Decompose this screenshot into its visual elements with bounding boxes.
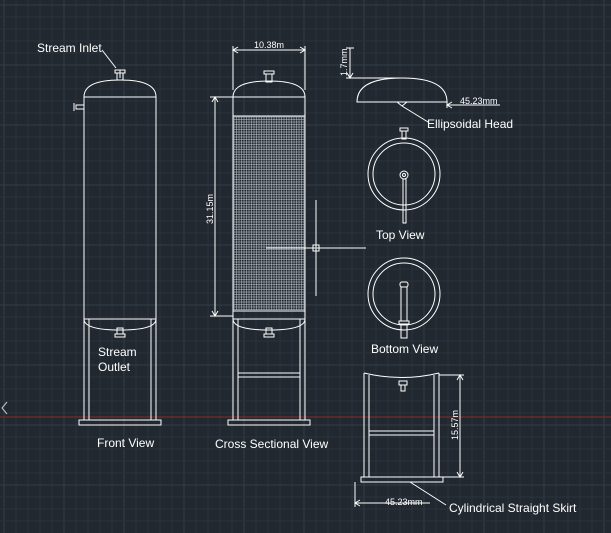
- cylindrical-straight-skirt-label: Cylindrical Straight Skirt: [449, 501, 577, 515]
- head-width-dimension: 45.23mm: [460, 96, 498, 106]
- top-view-label: Top View: [376, 228, 425, 242]
- cylindrical-skirt-drawing: [354, 372, 464, 507]
- skirt-height-dimension: 15.57m: [450, 410, 460, 440]
- crosshair-cursor-icon[interactable]: [266, 200, 366, 296]
- bottom-view-drawing: [367, 257, 441, 339]
- bottom-view-label: Bottom View: [371, 342, 438, 356]
- front-view-drawing: [73, 49, 162, 426]
- diameter-dimension: 10.38m: [254, 40, 284, 50]
- ellipsoidal-head-label: Ellipsoidal Head: [427, 117, 513, 131]
- stream-inlet-label: Stream Inlet: [37, 41, 102, 55]
- cross-sectional-view-label: Cross Sectional View: [215, 437, 328, 451]
- skirt-width-dimension: 45.23mm: [385, 497, 423, 507]
- packing-hatch: [233, 116, 305, 310]
- cross-sectional-view-drawing: [210, 46, 311, 426]
- stream-outlet-label-line1: Stream: [98, 345, 137, 359]
- height-dimension: 31.15m: [205, 194, 215, 224]
- head-height-dimension: 1.7mm: [339, 48, 349, 76]
- stream-outlet-label-line2: Outlet: [98, 360, 131, 374]
- top-view-drawing: [367, 127, 441, 224]
- left-chevron-icon[interactable]: [1, 401, 8, 415]
- ellipsoidal-head-drawing: [346, 47, 500, 123]
- front-view-label: Front View: [97, 436, 154, 450]
